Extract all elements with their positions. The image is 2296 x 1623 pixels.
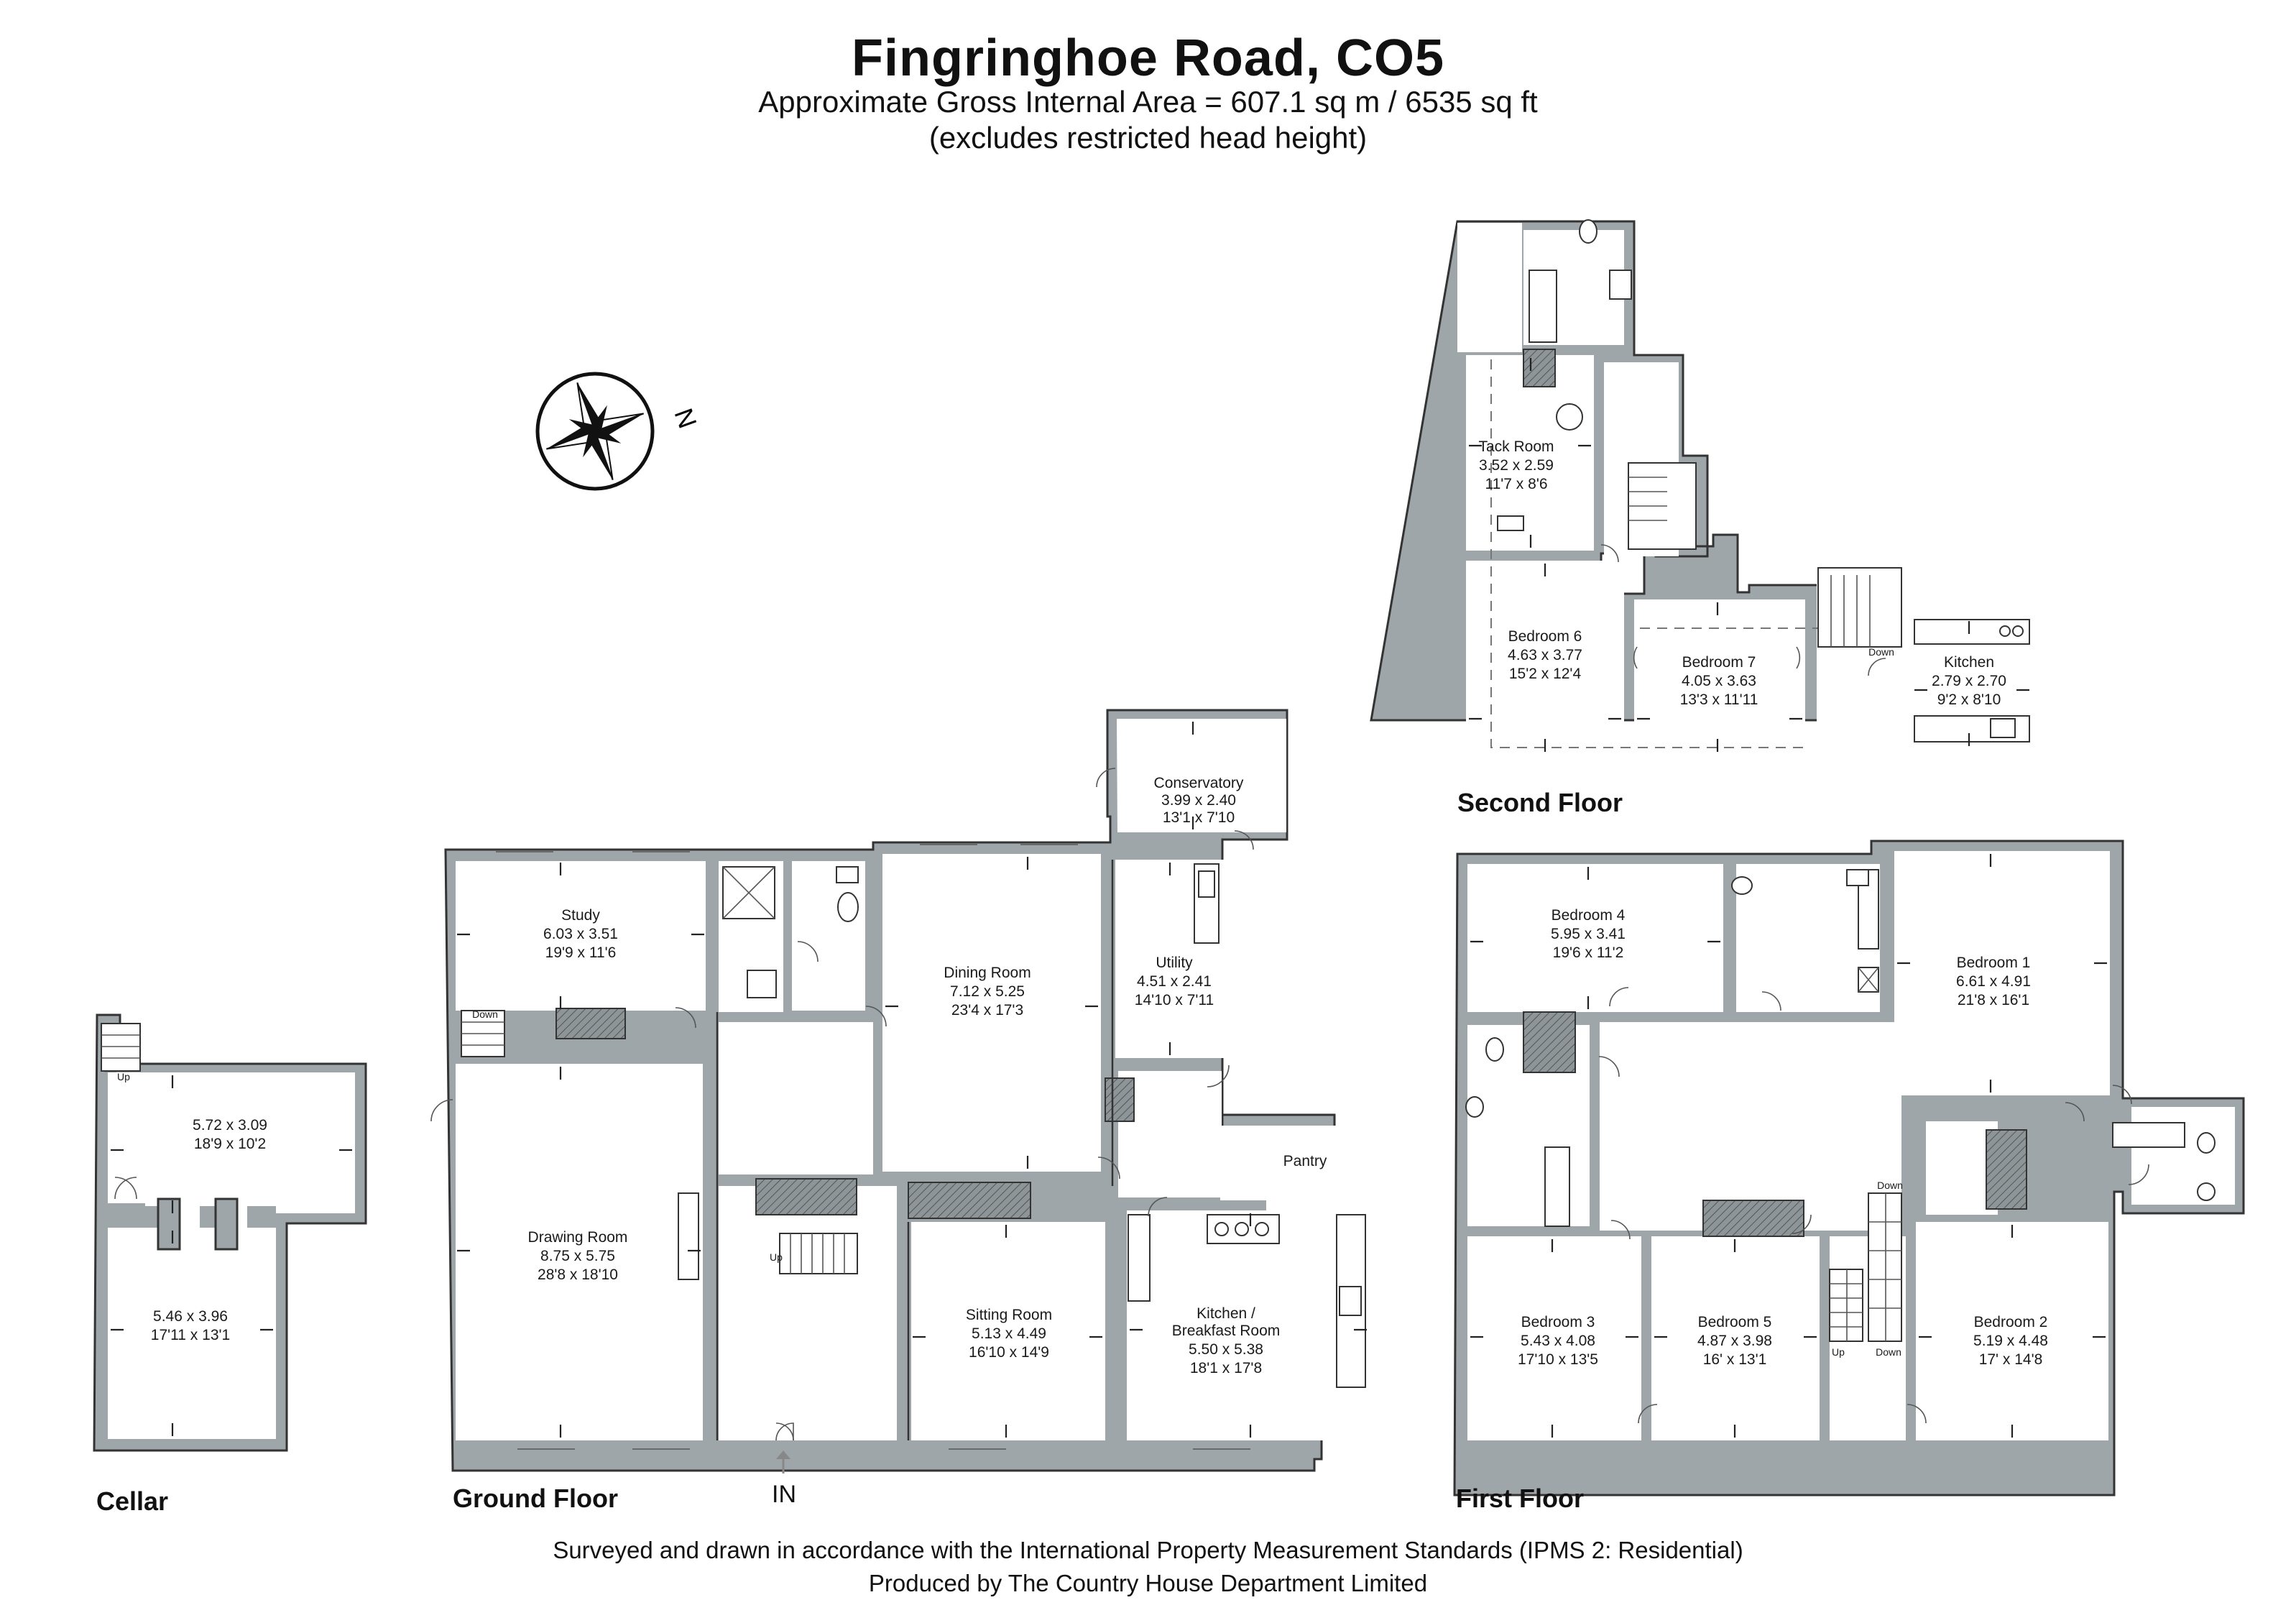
kitchen2-metric: 2.79 x 2.70	[1932, 673, 2006, 689]
first-stair-down-label-lower: Down	[1876, 1346, 1901, 1358]
survey-note: Surveyed and drawn in accordance with th…	[553, 1537, 1743, 1563]
kitchen2-imperial: 9'2 x 8'10	[1937, 691, 2001, 708]
kitchen-metric: 5.50 x 5.38	[1189, 1341, 1263, 1358]
conservatory-imperial: 13'1 x 7'10	[1163, 809, 1235, 826]
bedroom1-metric: 6.61 x 4.91	[1956, 973, 2031, 990]
study-imperial: 19'9 x 11'6	[545, 944, 617, 961]
ground-stair-down-label: Down	[472, 1008, 498, 1020]
bedroom7-imperial: 13'3 x 11'11	[1680, 691, 1758, 708]
bedroom5-name: Bedroom 5	[1698, 1314, 1772, 1330]
drawing-imperial: 28'8 x 18'10	[538, 1266, 618, 1283]
sitting-name: Sitting Room	[966, 1307, 1052, 1323]
bedroom2-imperial: 17' x 14'8	[1979, 1351, 2043, 1368]
ground-cellar-stairs	[461, 1010, 505, 1057]
utility-metric: 4.51 x 2.41	[1137, 973, 1212, 990]
tack-imperial: 11'7 x 8'6	[1485, 476, 1547, 492]
kitchen-name: Kitchen /	[1197, 1305, 1255, 1322]
bedroom4-imperial: 19'6 x 11'2	[1553, 944, 1624, 961]
bedroom7-metric: 4.05 x 3.63	[1682, 673, 1756, 689]
bedroom1-name: Bedroom 1	[1957, 955, 2031, 971]
bedroom6-metric: 4.63 x 3.77	[1508, 647, 1582, 663]
dining-name: Dining Room	[944, 965, 1031, 981]
bedroom3-imperial: 17'10 x 13'5	[1518, 1351, 1598, 1368]
area-note: (excludes restricted head height)	[928, 121, 1368, 155]
cellar-room2-metric: 5.46 x 3.96	[153, 1308, 228, 1325]
utility-imperial: 14'10 x 7'11	[1135, 992, 1214, 1008]
dining-imperial: 23'4 x 17'3	[951, 1002, 1023, 1019]
pantry-name: Pantry	[1283, 1153, 1327, 1169]
first-floor-label: First Floor	[1456, 1484, 1584, 1513]
conservatory-name: Conservatory	[1154, 775, 1244, 791]
bedroom3-name: Bedroom 3	[1521, 1314, 1595, 1330]
entrance-label: IN	[772, 1481, 796, 1508]
bedroom2-name: Bedroom 2	[1974, 1314, 2048, 1330]
tack-name: Tack Room	[1478, 438, 1554, 455]
tack-metric: 3.52 x 2.59	[1479, 457, 1554, 474]
first-stair-down-label-upper: Down	[1877, 1180, 1903, 1191]
producer-note: Produced by The Country House Department…	[868, 1570, 1428, 1596]
cellar-stairs	[101, 1023, 141, 1072]
bedroom3-metric: 5.43 x 4.08	[1521, 1333, 1595, 1349]
bedroom5-metric: 4.87 x 3.98	[1697, 1333, 1772, 1349]
bedroom6-name: Bedroom 6	[1508, 628, 1582, 645]
cellar-room2-imperial: 17'11 x 13'1	[151, 1327, 230, 1343]
drawing-name: Drawing Room	[528, 1229, 628, 1246]
cellar-plan	[93, 1013, 367, 1452]
bedroom4-name: Bedroom 4	[1552, 907, 1626, 924]
second-stair-down-label: Down	[1868, 646, 1894, 658]
compass-north-label: N	[668, 405, 702, 432]
ground-floor-plan	[430, 709, 1370, 1472]
bedroom6-imperial: 15'2 x 12'4	[1509, 666, 1582, 682]
page-title: Fingringhoe Road, CO5	[852, 29, 1444, 87]
second-floor-label: Second Floor	[1457, 788, 1623, 817]
study-name: Study	[561, 907, 600, 924]
ground-stair-up-label: Up	[770, 1251, 783, 1263]
cellar-label: Cellar	[96, 1486, 169, 1516]
bedroom5-imperial: 16' x 13'1	[1703, 1351, 1767, 1368]
first-floor-stairs	[1829, 1192, 1902, 1342]
bedroom2-metric: 5.19 x 4.48	[1973, 1333, 2048, 1349]
ground-floor-label: Ground Floor	[453, 1484, 618, 1513]
cellar-room1-imperial: 18'9 x 10'2	[194, 1136, 266, 1152]
first-stair-up-label: Up	[1832, 1346, 1845, 1358]
sitting-metric: 5.13 x 4.49	[972, 1325, 1046, 1342]
cellar-room1-metric: 5.72 x 3.09	[193, 1117, 267, 1134]
kitchen-imperial: 18'1 x 17'8	[1190, 1360, 1262, 1376]
study-metric: 6.03 x 3.51	[543, 926, 618, 942]
kitchen2-name: Kitchen	[1944, 654, 1994, 671]
dining-metric: 7.12 x 5.25	[950, 983, 1025, 1000]
drawing-metric: 8.75 x 5.75	[540, 1248, 615, 1264]
sitting-imperial: 16'10 x 14'9	[969, 1344, 1049, 1361]
bedroom4-metric: 5.95 x 3.41	[1551, 926, 1626, 942]
kitchen-name2: Breakfast Room	[1172, 1323, 1281, 1339]
compass-icon: N	[535, 372, 703, 491]
entrance-arrow-icon	[776, 1450, 790, 1473]
area-subtitle: Approximate Gross Internal Area = 607.1 …	[758, 85, 1538, 119]
ground-main-stairs	[779, 1233, 858, 1274]
utility-name: Utility	[1156, 955, 1193, 971]
bedroom1-imperial: 21'8 x 16'1	[1958, 992, 2029, 1008]
cellar-stair-label: Up	[117, 1071, 130, 1082]
second-floor-stairs	[1628, 462, 1902, 648]
conservatory-metric: 3.99 x 2.40	[1161, 792, 1236, 809]
first-floor-plan	[1453, 840, 2245, 1496]
bedroom7-name: Bedroom 7	[1682, 654, 1756, 671]
second-floor-plan	[1370, 219, 2032, 755]
